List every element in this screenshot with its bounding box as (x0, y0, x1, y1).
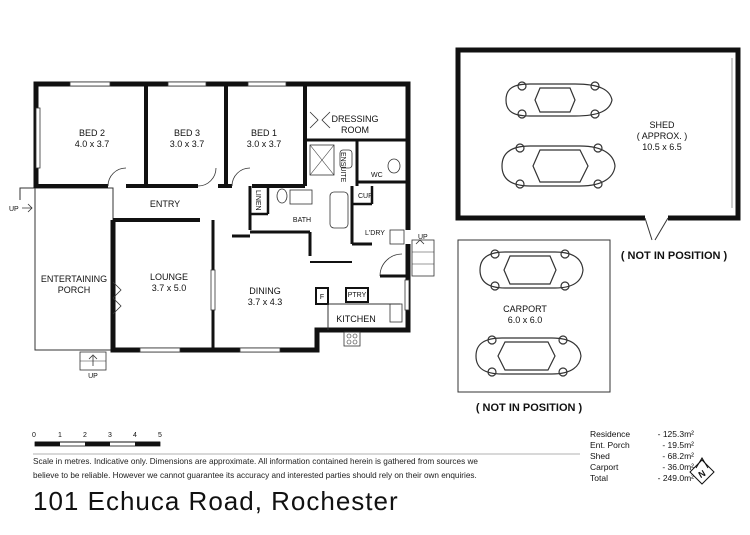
lounge-dims: 3.7 x 5.0 (152, 283, 187, 293)
scale-tick-0: 0 (32, 432, 36, 439)
up-label-laundry: UP (418, 234, 428, 241)
scale-tick-3: 3 (108, 432, 112, 439)
lounge-name: LOUNGE (150, 272, 188, 282)
carport: CARPORT 6.0 x 6.0 (457, 239, 611, 393)
carport-dims: 6.0 x 6.0 (508, 315, 543, 325)
scale-tick-5: 5 (158, 432, 162, 439)
bed1-name: BED 1 (251, 128, 277, 138)
wc-label: WC (371, 172, 383, 179)
ensuite-label: ENSUITE (339, 152, 346, 183)
bed3-dims: 3.0 x 3.7 (170, 139, 205, 149)
bed2-dims: 4.0 x 3.7 (75, 139, 110, 149)
linen-label: LINEN (254, 190, 261, 211)
area-row-shed: Shed- 68.2m² (590, 451, 694, 461)
scale-tick-2: 2 (83, 432, 87, 439)
shed: SHED ( APPROX. ) 10.5 x 6.5 (455, 47, 741, 241)
bed1-dims: 3.0 x 3.7 (247, 139, 282, 149)
shed-not-in-position: ( NOT IN POSITION ) (621, 250, 728, 262)
car-icon (475, 335, 582, 377)
shed-dims: 10.5 x 6.5 (642, 142, 682, 152)
property-address: 101 Echuca Road, Rochester (33, 486, 399, 516)
disclaimer: Scale in metres. Indicative only. Dimens… (33, 455, 553, 483)
dressing-room-line2: ROOM (341, 125, 369, 135)
disclaimer-line1: Scale in metres. Indicative only. Dimens… (33, 457, 478, 466)
dining-name: DINING (249, 286, 281, 296)
kitchen-label: KITCHEN (336, 314, 376, 324)
cupboard-label: CUP (358, 193, 373, 200)
fridge-label: F (320, 294, 324, 301)
car-icon (479, 249, 584, 291)
scale-tick-1: 1 (58, 432, 62, 439)
area-row-porch: Ent. Porch- 19.5m² (590, 440, 694, 450)
house: BED 2 4.0 x 3.7 BED 3 3.0 x 3.7 BED 1 3.… (9, 81, 435, 380)
disclaimer-line2: believe to be reliable. However we canno… (33, 471, 477, 480)
scale-tick-4: 4 (133, 432, 137, 439)
dressing-room-line1: DRESSING (331, 114, 378, 124)
shed-name: SHED (649, 120, 675, 130)
porch-line1: ENTERTAINING (41, 274, 107, 284)
up-label-porch-side: UP (9, 206, 19, 213)
compass-icon: N (689, 457, 715, 485)
compass-letter: N (697, 468, 708, 480)
bed2-name: BED 2 (79, 128, 105, 138)
bed3-name: BED 3 (174, 128, 200, 138)
shed-approx: ( APPROX. ) (637, 131, 688, 141)
porch-line2: PORCH (58, 285, 91, 295)
pantry-label: PTRY (348, 292, 367, 299)
area-row-residence: Residence- 125.3m² (590, 429, 694, 439)
car-icon (505, 81, 613, 119)
area-summary: Residence- 125.3m² Ent. Porch- 19.5m² Sh… (590, 429, 694, 484)
area-row-total: Total- 249.0m² (590, 473, 694, 483)
carport-name: CARPORT (503, 304, 547, 314)
dining-dims: 3.7 x 4.3 (248, 297, 283, 307)
car-icon (501, 143, 616, 189)
laundry-label: L'DRY (365, 230, 385, 237)
area-row-carport: Carport- 36.0m² (590, 462, 694, 472)
carport-not-in-position: ( NOT IN POSITION ) (476, 402, 583, 414)
scale-bar (34, 441, 161, 447)
up-label-porch-front: UP (88, 373, 98, 380)
entry-label: ENTRY (150, 199, 180, 209)
bath-label: BATH (293, 217, 311, 224)
